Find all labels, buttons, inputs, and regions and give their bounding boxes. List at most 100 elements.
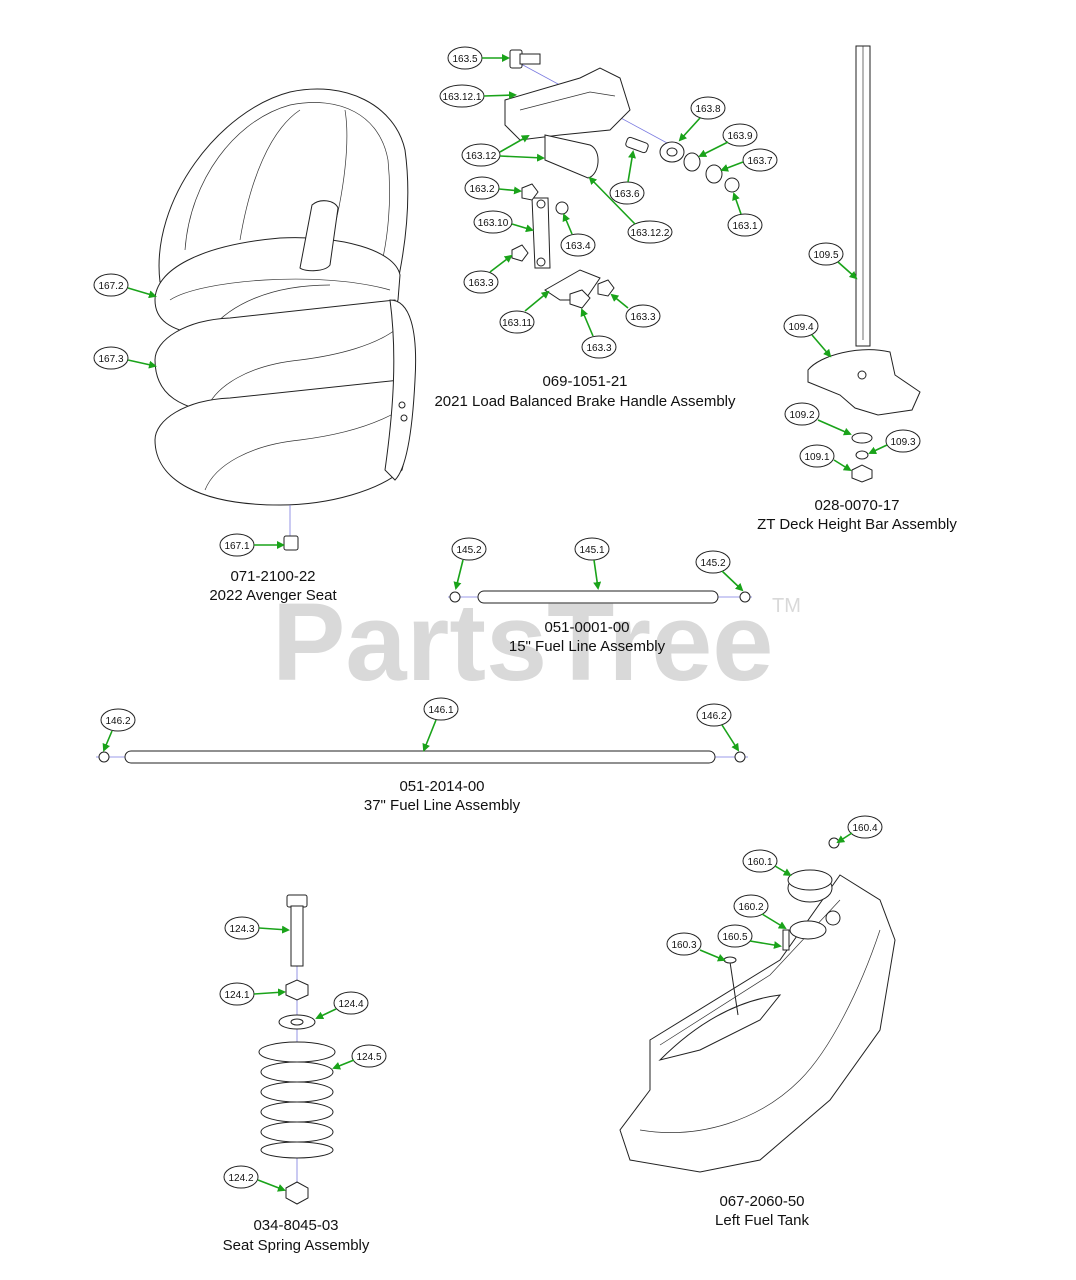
callout-146-2-a[interactable]: 146.2 [100, 708, 136, 752]
callout-167-1[interactable]: 167.1 [219, 533, 285, 557]
callout-163-3-b[interactable]: 163.3 [610, 293, 661, 328]
svg-text:163.12.2: 163.12.2 [631, 228, 670, 239]
svg-text:163.1: 163.1 [732, 221, 757, 232]
callout-124-2[interactable]: 124.2 [223, 1165, 286, 1192]
svg-text:163.4: 163.4 [565, 241, 590, 252]
callout-146-2-b[interactable]: 146.2 [696, 703, 740, 752]
brake-name: 2021 Load Balanced Brake Handle Assembly [434, 393, 736, 410]
callout-163-3-c[interactable]: 163.3 [580, 308, 617, 359]
callout-163-6[interactable]: 163.6 [609, 150, 645, 205]
callout-163-12[interactable]: 163.12 [461, 135, 545, 167]
svg-text:146.2: 146.2 [105, 716, 130, 727]
callout-146-1[interactable]: 146.1 [422, 697, 459, 752]
callout-145-2-b[interactable]: 145.2 [695, 550, 744, 592]
svg-text:163.11: 163.11 [502, 318, 532, 329]
svg-text:163.2: 163.2 [469, 184, 494, 195]
svg-text:109.4: 109.4 [788, 322, 813, 333]
svg-text:109.2: 109.2 [789, 410, 814, 421]
callout-160-4[interactable]: 160.4 [836, 815, 883, 844]
callout-109-5[interactable]: 109.5 [808, 242, 858, 280]
svg-text:163.6: 163.6 [614, 189, 639, 200]
svg-text:163.3: 163.3 [586, 343, 611, 354]
svg-text:163.9: 163.9 [727, 131, 752, 142]
callout-160-5[interactable]: 160.5 [717, 924, 782, 949]
spring-name: Seat Spring Assembly [223, 1237, 370, 1254]
callout-163-9[interactable]: 163.9 [698, 123, 758, 157]
callout-163-2[interactable]: 163.2 [464, 176, 522, 200]
spring-number: 034-8045-03 [253, 1217, 338, 1234]
callout-163-12-2[interactable]: 163.12.2 [588, 176, 673, 244]
seat-number: 071-2100-22 [230, 568, 315, 585]
seat-spring-drawing [258, 894, 336, 1205]
callout-160-3[interactable]: 160.3 [666, 932, 726, 962]
svg-text:160.2: 160.2 [738, 902, 763, 913]
callout-163-4[interactable]: 163.4 [560, 213, 596, 257]
svg-text:124.2: 124.2 [228, 1173, 253, 1184]
svg-text:160.3: 160.3 [671, 940, 696, 951]
callout-163-3-a[interactable]: 163.3 [463, 254, 513, 294]
svg-text:167.2: 167.2 [98, 281, 123, 292]
callout-163-8[interactable]: 163.8 [678, 96, 726, 142]
svg-text:163.8: 163.8 [695, 104, 720, 115]
callout-163-7[interactable]: 163.7 [720, 148, 778, 172]
svg-text:124.4: 124.4 [338, 999, 363, 1010]
fuel15-name: 15" Fuel Line Assembly [509, 638, 666, 655]
callout-124-5[interactable]: 124.5 [332, 1044, 387, 1070]
svg-text:124.1: 124.1 [224, 990, 249, 1001]
svg-text:160.4: 160.4 [852, 823, 877, 834]
svg-text:109.5: 109.5 [813, 250, 838, 261]
callout-160-2[interactable]: 160.2 [733, 894, 787, 930]
svg-text:167.3: 167.3 [98, 354, 123, 365]
svg-text:160.1: 160.1 [747, 857, 772, 868]
callout-163-12-1[interactable]: 163.12.1 [439, 84, 517, 108]
callout-163-11[interactable]: 163.11 [499, 290, 550, 334]
callout-145-2-a[interactable]: 145.2 [451, 537, 487, 590]
fuel37-number: 051-2014-00 [399, 778, 484, 795]
svg-text:163.10: 163.10 [478, 218, 509, 229]
svg-text:163.3: 163.3 [468, 278, 493, 289]
callout-163-1[interactable]: 163.1 [727, 192, 763, 237]
tank-number: 067-2060-50 [719, 1193, 804, 1210]
callout-145-1[interactable]: 145.1 [574, 537, 610, 590]
callout-109-4[interactable]: 109.4 [783, 314, 832, 358]
svg-text:146.2: 146.2 [701, 711, 726, 722]
svg-text:145.1: 145.1 [579, 545, 604, 556]
svg-text:163.7: 163.7 [747, 156, 772, 167]
svg-text:109.3: 109.3 [890, 437, 915, 448]
seat-name: 2022 Avenger Seat [209, 587, 337, 604]
callout-163-5[interactable]: 163.5 [447, 46, 510, 70]
callout-109-1[interactable]: 109.1 [799, 444, 852, 472]
deck-number: 028-0070-17 [814, 497, 899, 514]
callout-109-3[interactable]: 109.3 [868, 429, 921, 455]
fuel-line-37-drawing [96, 750, 748, 764]
deck-height-drawing [807, 45, 921, 483]
svg-text:167.1: 167.1 [224, 541, 249, 552]
svg-text:146.1: 146.1 [428, 705, 453, 716]
callout-109-2[interactable]: 109.2 [784, 402, 852, 436]
svg-text:163.5: 163.5 [452, 54, 477, 65]
deck-name: ZT Deck Height Bar Assembly [757, 516, 957, 533]
tank-name: Left Fuel Tank [715, 1212, 809, 1229]
watermark-tm: TM [772, 595, 801, 617]
svg-text:109.1: 109.1 [804, 452, 829, 463]
brake-number: 069-1051-21 [542, 373, 627, 390]
brake-handle-drawing [504, 49, 740, 309]
seat-drawing [154, 88, 417, 551]
fuel-line-15-drawing [448, 590, 752, 604]
callout-163-10[interactable]: 163.10 [473, 210, 534, 234]
callout-167-2[interactable]: 167.2 [93, 273, 157, 299]
svg-text:145.2: 145.2 [456, 545, 481, 556]
callout-124-4[interactable]: 124.4 [315, 991, 369, 1020]
svg-text:124.3: 124.3 [229, 924, 254, 935]
svg-text:124.5: 124.5 [356, 1052, 381, 1063]
svg-text:163.12: 163.12 [466, 151, 497, 162]
assembly-titles: 071-2100-22 2022 Avenger Seat 069-1051-2… [209, 373, 957, 1254]
fuel15-number: 051-0001-00 [544, 619, 629, 636]
callout-160-1[interactable]: 160.1 [742, 849, 792, 877]
svg-text:163.3: 163.3 [630, 312, 655, 323]
svg-text:160.5: 160.5 [722, 932, 747, 943]
callout-124-3[interactable]: 124.3 [224, 916, 290, 940]
callout-167-3[interactable]: 167.3 [93, 346, 157, 370]
callout-124-1[interactable]: 124.1 [219, 982, 286, 1006]
